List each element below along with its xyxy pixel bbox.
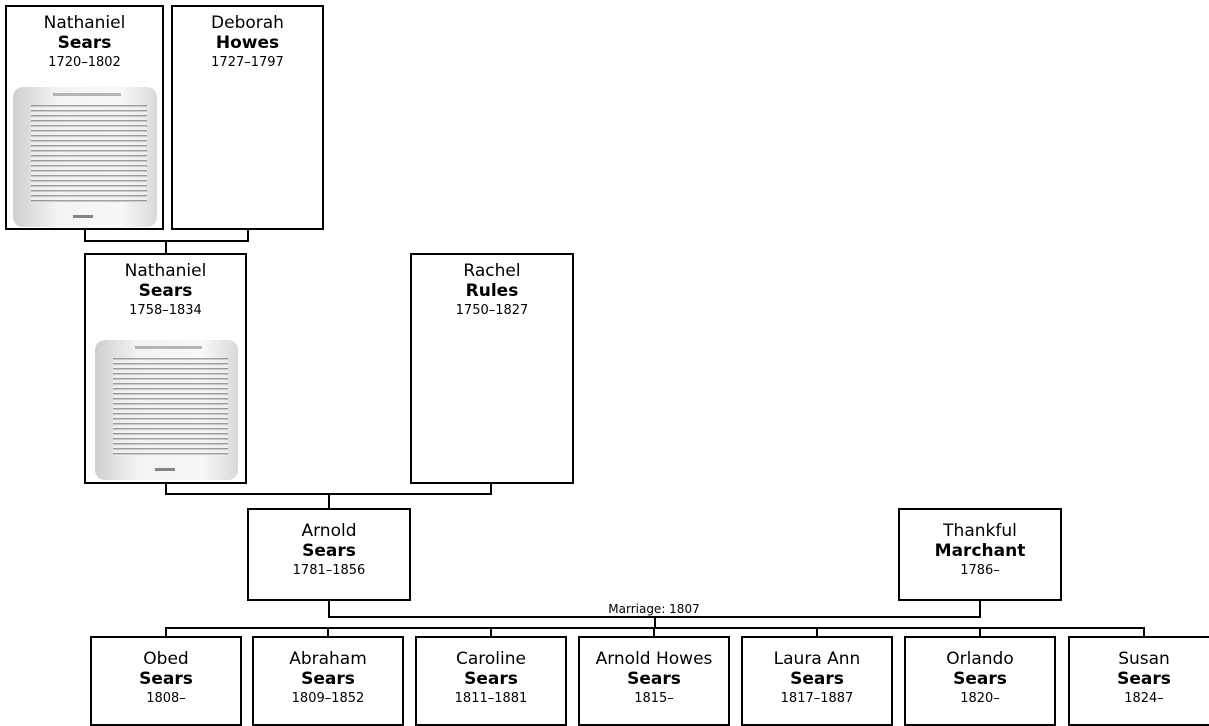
connector-line [490, 628, 492, 637]
person-card-nathaniel-sears-1758[interactable]: Nathaniel Sears 1758–1834 [84, 253, 247, 484]
connector-line [490, 483, 492, 495]
given-name: Deborah [211, 13, 284, 33]
connector-line [816, 628, 818, 637]
surname: Sears [138, 281, 193, 301]
life-years: 1808– [146, 691, 186, 706]
given-name: Nathaniel [43, 13, 126, 33]
connector-line [327, 628, 329, 637]
surname: Sears [139, 669, 193, 689]
given-name: Susan [1118, 649, 1170, 669]
connector-line [247, 229, 249, 242]
life-years: 1727–1797 [211, 55, 284, 70]
person-card-thankful-marchant[interactable]: Thankful Marchant 1786– [898, 508, 1062, 601]
person-card-rachel-rules[interactable]: Rachel Rules 1750–1827 [410, 253, 574, 484]
document-thumbnail[interactable] [95, 340, 238, 480]
life-years: 1750–1827 [455, 303, 529, 318]
marriage-label: Marriage: 1807 [608, 602, 700, 616]
connector-line [165, 240, 167, 254]
connector-line [328, 600, 330, 618]
given-name: Laura Ann [773, 649, 861, 669]
life-years: 1758–1834 [129, 303, 202, 318]
given-name: Arnold Howes [595, 649, 713, 669]
given-name: Caroline [456, 649, 526, 669]
surname: Sears [1117, 669, 1171, 689]
given-name: Orlando [946, 649, 1014, 669]
connector-line [165, 628, 167, 637]
surname: Marchant [934, 541, 1026, 561]
connector-line [165, 483, 167, 495]
surname: Sears [301, 669, 355, 689]
connector-line [654, 617, 656, 627]
given-name: Obed [143, 649, 189, 669]
connector-line [653, 628, 655, 637]
surname: Sears [953, 669, 1007, 689]
children-bar [165, 627, 1145, 629]
person-card-nathaniel-sears-1720[interactable]: Nathaniel Sears 1720–1802 [5, 5, 164, 230]
given-name: Abraham [289, 649, 367, 669]
surname: Sears [302, 541, 356, 561]
life-years: 1811–1881 [454, 691, 528, 706]
life-years: 1720–1802 [48, 55, 121, 70]
surname: Sears [464, 669, 518, 689]
connector-line [979, 600, 981, 618]
surname: Rules [465, 281, 519, 301]
person-card-deborah-howes[interactable]: Deborah Howes 1727–1797 [171, 5, 324, 230]
connector-line [979, 628, 981, 637]
person-card-arnold-sears[interactable]: Arnold Sears 1781–1856 [247, 508, 411, 601]
connector-line [1143, 628, 1145, 637]
connector-line [328, 493, 330, 509]
surname: Sears [790, 669, 844, 689]
given-name: Rachel [463, 261, 521, 281]
connector-line [84, 229, 86, 242]
life-years: 1786– [960, 563, 1000, 578]
document-thumbnail[interactable] [13, 87, 157, 227]
surname: Sears [627, 669, 681, 689]
life-years: 1817–1887 [780, 691, 854, 706]
given-name: Arnold [301, 521, 357, 541]
life-years: 1815– [634, 691, 674, 706]
life-years: 1820– [960, 691, 1000, 706]
given-name: Nathaniel [124, 261, 207, 281]
given-name: Thankful [943, 521, 1017, 541]
life-years: 1809–1852 [291, 691, 365, 706]
surname: Howes [215, 33, 280, 53]
life-years: 1781–1856 [292, 563, 366, 578]
surname: Sears [57, 33, 112, 53]
life-years: 1824– [1124, 691, 1164, 706]
